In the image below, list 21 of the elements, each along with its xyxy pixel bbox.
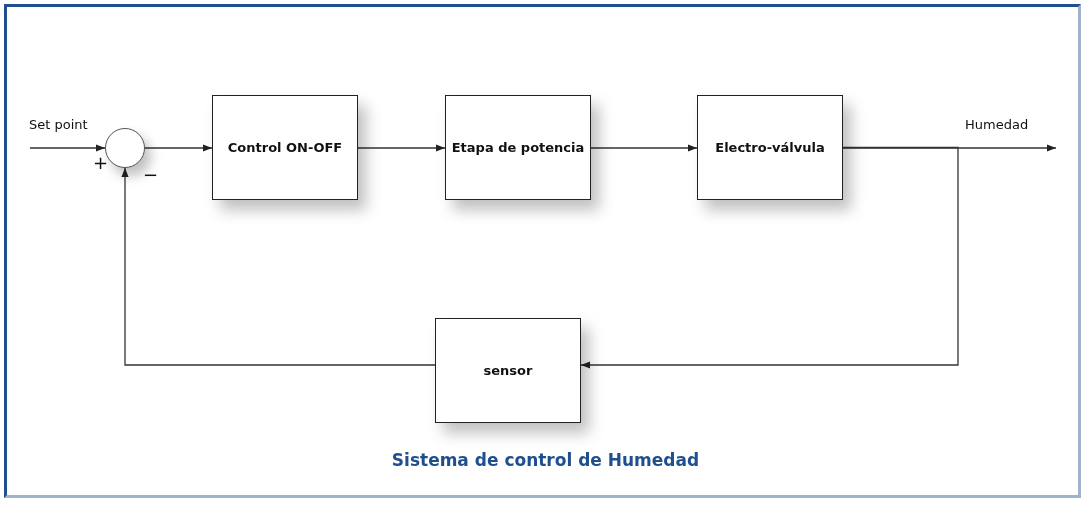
sign-label: + [92,154,110,172]
block [445,95,591,200]
arrow [580,146,959,369]
block-label: Electro-válvula [715,140,825,155]
block [697,95,843,200]
arrow [29,144,106,152]
block-label: Etapa de potencia [451,140,585,155]
edge-label: Humedad [964,117,1030,132]
caption: Sistema de control de Humedad [391,450,700,470]
sign-label: − [142,166,160,184]
arrow [144,144,213,152]
arrow [842,144,1057,152]
arrow [357,144,446,152]
summing-junction [105,128,145,168]
arrow [590,144,698,152]
arrow [121,167,436,366]
block-label: Control ON-OFF [227,140,343,155]
edge-label: Set point [28,117,89,132]
block [212,95,358,200]
block [435,318,581,423]
block-label: sensor [483,363,533,378]
